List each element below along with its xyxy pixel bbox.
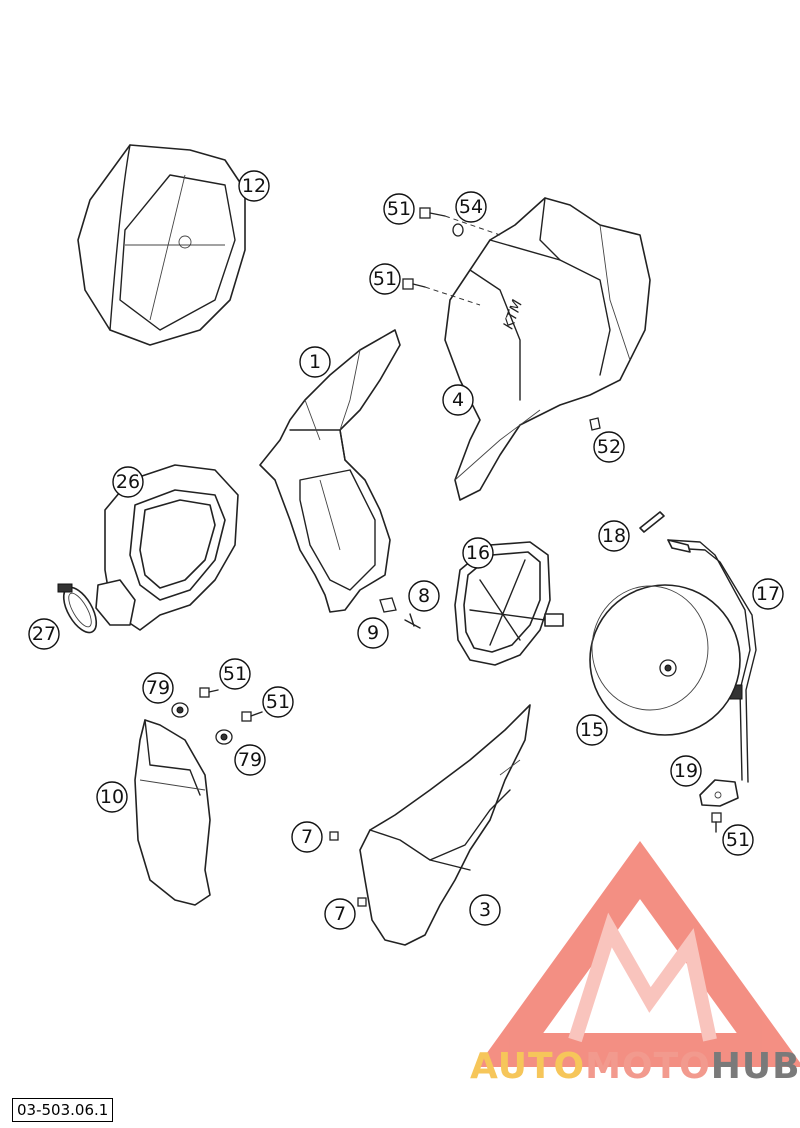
svg-text:4: 4 (452, 389, 464, 411)
callout-15: 15 (576, 714, 608, 746)
svg-text:54: 54 (459, 196, 483, 218)
svg-text:51: 51 (223, 663, 247, 685)
part-10-side-cover-left (134, 719, 211, 906)
svg-text:15: 15 (580, 719, 604, 741)
svg-text:12: 12 (242, 175, 266, 197)
watermark-text-hub: HUB (711, 1046, 800, 1087)
callout-18: 18 (598, 520, 630, 552)
svg-text:79: 79 (146, 677, 170, 699)
fastener-79-left (171, 702, 189, 718)
fastener-bolt-51-right (241, 711, 263, 722)
callout-7-bottom: 7 (324, 898, 356, 930)
svg-text:51: 51 (726, 829, 750, 851)
part-19-bracket (699, 779, 739, 807)
callout-51-right: 51 (262, 686, 294, 718)
callout-51-bottom: 51 (722, 824, 754, 856)
fastener-52 (589, 417, 601, 431)
svg-text:3: 3 (479, 899, 491, 921)
part-3-side-cover-right (359, 704, 531, 946)
fastener-7-bottom (357, 897, 367, 907)
callout-79-right: 79 (234, 744, 266, 776)
part-27-hose-clamp (57, 583, 98, 634)
part-15-air-filter (589, 584, 741, 736)
part-18-pin (639, 511, 665, 533)
watermark-logo (476, 840, 800, 1067)
fastener-bolt-51-left (199, 687, 219, 698)
callout-79-left: 79 (142, 672, 174, 704)
fastener-79-right (215, 729, 233, 745)
svg-text:26: 26 (116, 471, 140, 493)
intake-tube (95, 579, 136, 626)
svg-text:51: 51 (387, 198, 411, 220)
part-16-filter-cage (454, 541, 564, 666)
part-17-filter-holder (667, 539, 757, 783)
svg-text:79: 79 (238, 749, 262, 771)
fastener-washer-54 (452, 223, 464, 237)
callout-10: 10 (96, 781, 128, 813)
svg-text:51: 51 (266, 691, 290, 713)
callout-19: 19 (670, 755, 702, 787)
svg-text:17: 17 (756, 583, 780, 605)
svg-text:51: 51 (373, 268, 397, 290)
callout-52: 52 (593, 431, 625, 463)
callout-4: 4 (442, 384, 474, 416)
part-12-airbox-cover (77, 144, 246, 346)
svg-text:8: 8 (418, 585, 430, 607)
fastener-7-top (329, 831, 339, 841)
callout-27: 27 (28, 618, 60, 650)
callout-54: 54 (455, 191, 487, 223)
callout-7-top: 7 (291, 821, 323, 853)
callout-9: 9 (357, 617, 389, 649)
svg-text:19: 19 (674, 760, 698, 782)
watermark-text-auto: AUTO (470, 1046, 585, 1087)
callout-12: 12 (238, 170, 270, 202)
part-4-airbox-upper: KTM (444, 197, 651, 501)
fastener-bolt-51-top (419, 207, 501, 236)
callout-16: 16 (462, 537, 494, 569)
callout-51-second: 51 (369, 263, 401, 295)
svg-text:7: 7 (301, 826, 313, 848)
callout-51-left: 51 (219, 658, 251, 690)
callout-3: 3 (469, 894, 501, 926)
part-1-airbox-frame (259, 329, 401, 613)
callout-26: 26 (112, 466, 144, 498)
part-9-clip (379, 597, 397, 613)
part-26-airbox-boot (104, 464, 239, 631)
part-8-clip (404, 613, 421, 629)
fastener-bolt-51-bottom (711, 812, 722, 833)
svg-text:16: 16 (466, 542, 490, 564)
callout-51-top: 51 (383, 193, 415, 225)
callout-17: 17 (752, 578, 784, 610)
svg-text:27: 27 (32, 623, 56, 645)
watermark-text-moto: MOTO (585, 1046, 711, 1087)
svg-text:18: 18 (602, 525, 626, 547)
fastener-bolt-51-second (402, 278, 481, 306)
callout-8: 8 (408, 580, 440, 612)
drawing-code-label: 03-503.06.1 (12, 1098, 114, 1122)
watermark-text: AUTOMOTOHUB (470, 1046, 800, 1087)
svg-text:10: 10 (100, 786, 124, 808)
svg-text:9: 9 (367, 622, 379, 644)
svg-text:7: 7 (334, 903, 346, 925)
svg-text:1: 1 (309, 351, 321, 373)
svg-text:52: 52 (597, 436, 621, 458)
callout-1: 1 (299, 346, 331, 378)
